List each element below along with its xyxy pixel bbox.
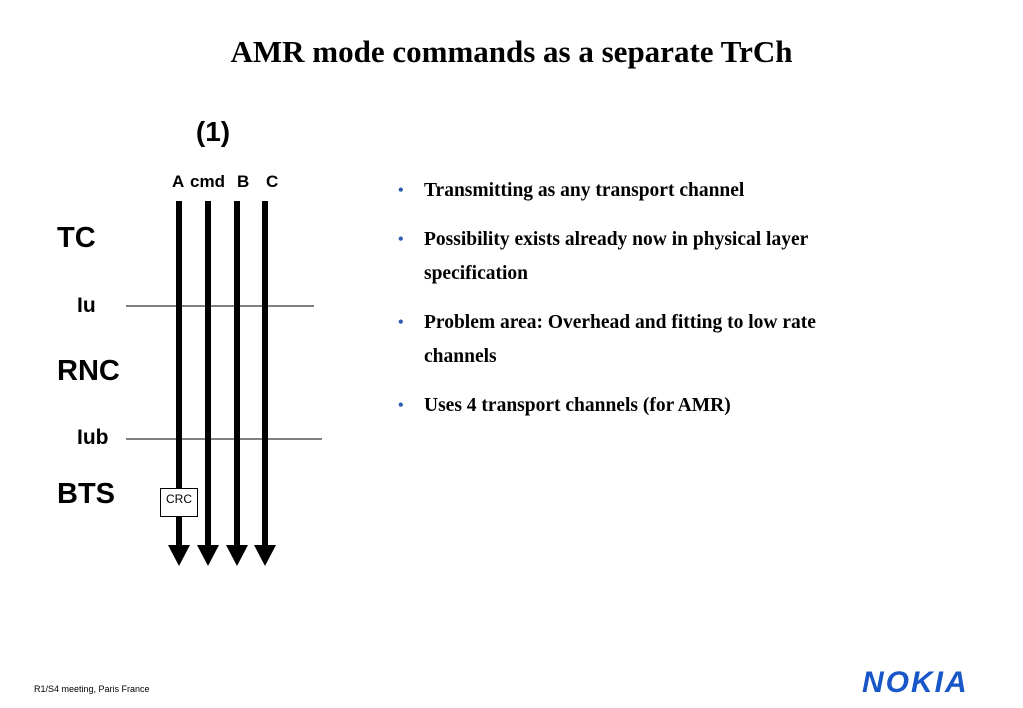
bullet-item: • Problem area: Overhead and fitting to l… (398, 306, 868, 374)
layer-label-rnc: RNC (57, 355, 120, 387)
bullet-list: • Transmitting as any transport channel •… (398, 174, 868, 438)
bullet-item: • Uses 4 transport channels (for AMR) (398, 389, 868, 423)
channel-arrow-cmd (197, 201, 219, 566)
nokia-logo: NOKIA (862, 666, 969, 699)
interface-label-iub: Iub (77, 426, 109, 449)
bullet-icon: • (398, 314, 404, 331)
layer-label-bts: BTS (57, 478, 115, 510)
crc-box: CRC (160, 488, 198, 517)
bullet-text: Problem area: Overhead and fitting to lo… (424, 312, 816, 367)
channel-label-c: C (266, 172, 279, 191)
bullet-item: • Transmitting as any transport channel (398, 174, 868, 208)
bullet-text: Possibility exists already now in physic… (424, 229, 808, 284)
bullet-icon: • (398, 397, 404, 414)
bullet-icon: • (398, 182, 404, 199)
channel-arrow-c (254, 201, 276, 566)
diagram-subtitle: (1) (195, 116, 231, 147)
channel-label-b: B (237, 172, 250, 191)
channel-label-a: A (172, 172, 185, 191)
channel-label-cmd: cmd (190, 172, 225, 191)
layer-label-tc: TC (57, 222, 96, 254)
channel-arrow-b (226, 201, 248, 566)
bullet-text: Uses 4 transport channels (for AMR) (424, 395, 731, 416)
bullet-item: • Possibility exists already now in physi… (398, 223, 868, 291)
slide-title: AMR mode commands as a separate TrCh (230, 34, 793, 69)
bullet-text: Transmitting as any transport channel (424, 180, 745, 201)
footer-meeting: R1/S4 meeting, Paris France (34, 684, 150, 694)
interface-label-iu: Iu (77, 294, 96, 317)
bullet-icon: • (398, 231, 404, 248)
